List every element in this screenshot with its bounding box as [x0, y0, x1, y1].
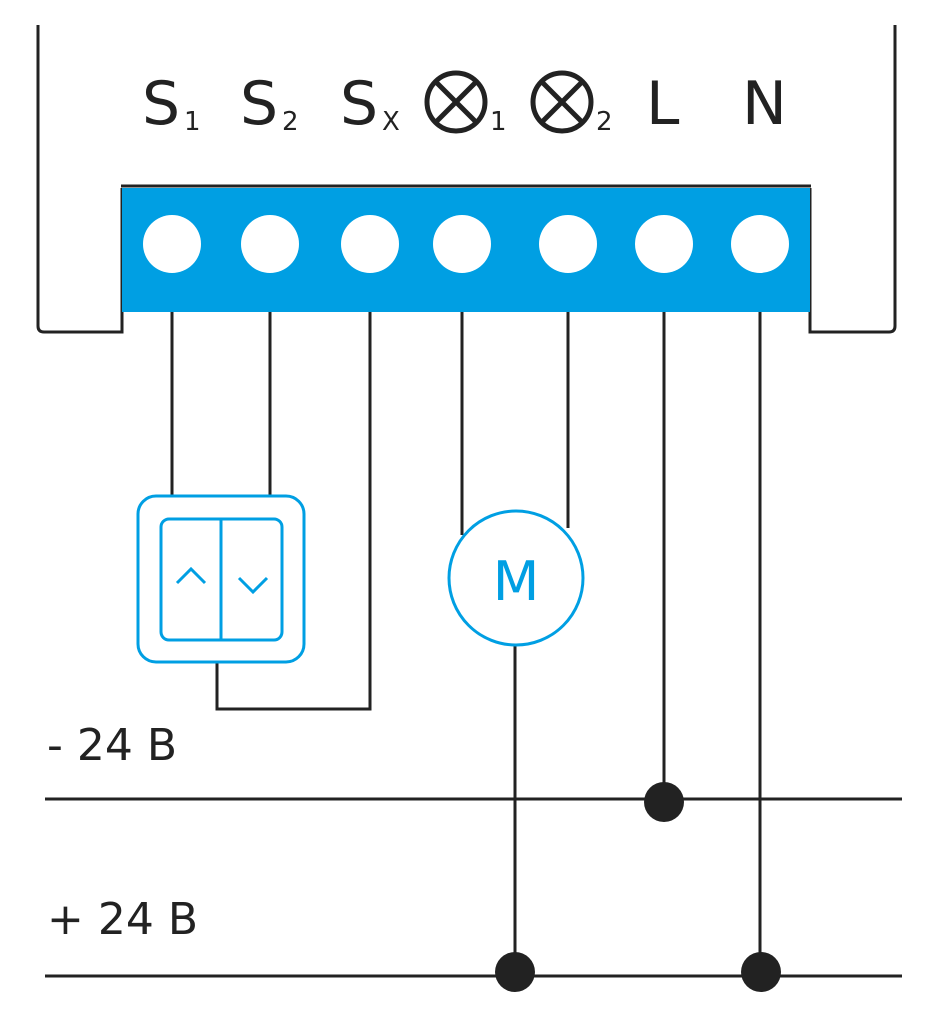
- terminal-label-sub: 1: [490, 107, 507, 137]
- terminal-hole-l: [635, 215, 693, 273]
- switch-frame: [136, 494, 306, 664]
- wire-sx: [215, 312, 372, 711]
- rail-pos-label: + 24 B: [47, 894, 198, 945]
- terminal-hole-s1: [143, 215, 201, 273]
- terminal-label-sx: S: [340, 69, 378, 139]
- motor: M: [447, 509, 585, 647]
- terminal-label-l: L: [646, 69, 680, 139]
- blind-switch: [136, 494, 306, 664]
- terminal-hole-o2: [539, 215, 597, 273]
- terminal-hole-s2: [241, 215, 299, 273]
- down-arrow-icon: [237, 576, 269, 595]
- terminal-hole-n: [731, 215, 789, 273]
- lamp-output-icon: [530, 70, 594, 134]
- motor-circle: [447, 509, 585, 647]
- terminal-hole-o1: [433, 215, 491, 273]
- terminal-label-sub: 2: [282, 107, 299, 137]
- terminal-hole-sx: [341, 215, 399, 273]
- terminal-label-sub: 1: [184, 107, 201, 137]
- device-housing-left: [36, 25, 124, 334]
- up-arrow-icon: [175, 566, 207, 585]
- device-housing-right: [808, 25, 897, 334]
- terminal-label-s2: S: [240, 69, 278, 139]
- terminal-label-sub: X: [382, 107, 400, 137]
- terminal-label-n: N: [742, 69, 787, 139]
- junction-dot-motor-pos: [495, 952, 535, 992]
- junction-dot-n-pos: [741, 952, 781, 992]
- terminal-label-s1: S: [142, 69, 180, 139]
- junction-dot-l-neg: [644, 782, 684, 822]
- motor-label: M: [493, 550, 540, 613]
- terminal-label-sub: 2: [596, 107, 613, 137]
- lamp-output-icon: [424, 70, 488, 134]
- rail-neg-label: - 24 B: [47, 720, 177, 771]
- terminal-block: [122, 188, 810, 312]
